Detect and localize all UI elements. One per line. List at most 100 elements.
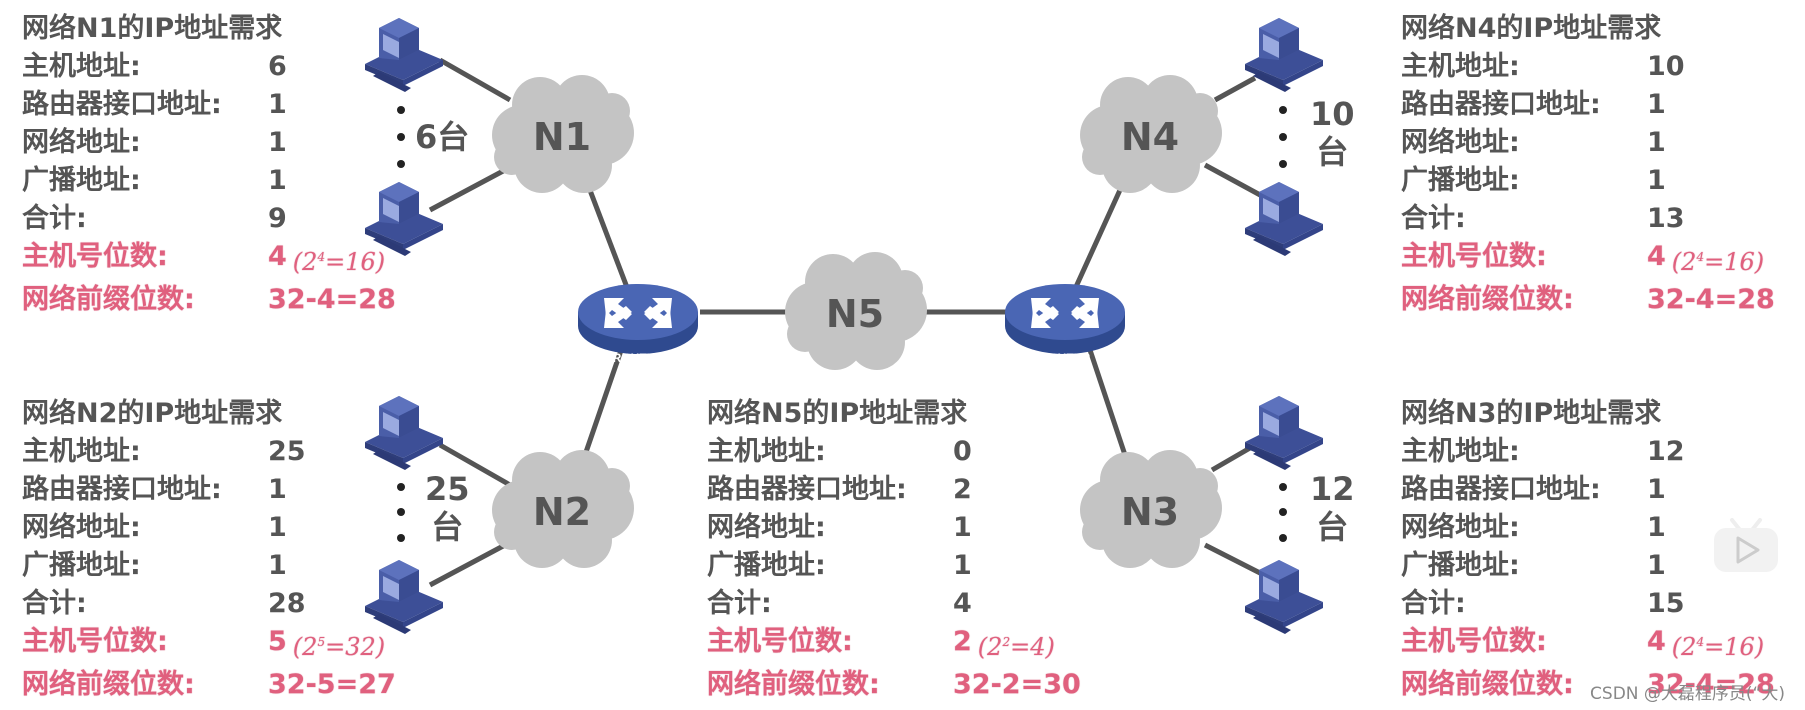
link-n4-pc-top — [1213, 75, 1257, 103]
requirement-label: 主机地址: — [22, 51, 141, 82]
prefix-label: 网络前缀位数: — [707, 669, 880, 700]
formula-exp: 4 — [317, 250, 326, 264]
requirement-label: 主机地址: — [707, 436, 826, 467]
requirement-value: 9 — [268, 203, 287, 234]
link-pc-n2-top — [438, 442, 512, 488]
requirement-value: 1 — [268, 165, 287, 196]
requirement-label: 路由器接口地址: — [1401, 474, 1601, 505]
host-bits-formula: (24=16) — [1671, 248, 1765, 276]
n1-host-count: 6台 — [415, 118, 470, 156]
pc-n3-top-icon — [1245, 396, 1323, 470]
prefix-value: 32-5=27 — [268, 669, 396, 700]
requirement-label: 广播地址: — [22, 550, 141, 581]
router-left-label: ROUTER — [613, 351, 664, 365]
formula-result: =16 — [325, 248, 376, 276]
requirement-row: 主机地址: 6 — [22, 48, 396, 86]
requirement-value: 4 — [953, 588, 972, 619]
requirement-value: 1 — [1647, 89, 1666, 120]
formula-base: 2 — [302, 248, 318, 276]
requirement-label: 网络地址: — [1401, 127, 1520, 158]
formula-exp: 5 — [317, 635, 326, 649]
formula-base: 2 — [987, 633, 1003, 661]
formula-base: 2 — [1681, 633, 1697, 661]
host-bits-row: 主机号位数: 5 (25=32) — [22, 623, 396, 666]
cloud-label-n1: N1 — [533, 115, 591, 159]
requirement-value: 0 — [953, 436, 972, 467]
host-bits-label: 主机号位数: — [1401, 626, 1547, 657]
prefix-value: 32-4=28 — [1647, 669, 1775, 700]
panel-title: 网络N3的IP地址需求 — [1401, 398, 1662, 429]
requirement-row: 合计: 13 — [1401, 200, 1775, 238]
prefix-row: 网络前缀位数: 32-4=28 — [1401, 281, 1775, 319]
panel-title: 网络N5的IP地址需求 — [707, 398, 968, 429]
requirement-row: 合计: 4 — [707, 585, 1081, 623]
prefix-value: 32-2=30 — [953, 669, 1081, 700]
requirement-value: 1 — [1647, 165, 1666, 196]
requirement-label: 广播地址: — [1401, 550, 1520, 581]
prefix-label: 网络前缀位数: — [22, 284, 195, 315]
ellipsis-dots — [397, 106, 1287, 542]
n2-host-count-num: 25 — [425, 470, 470, 508]
host-bits-formula: (24=16) — [292, 248, 386, 276]
requirement-value: 1 — [268, 127, 287, 158]
host-bits-value: 4 — [1647, 241, 1666, 272]
cloud-label-n3: N3 — [1121, 490, 1179, 534]
requirement-value: 1 — [1647, 474, 1666, 505]
formula-result: =32 — [325, 633, 376, 661]
prefix-label: 网络前缀位数: — [22, 669, 195, 700]
requirement-value: 1 — [268, 89, 287, 120]
router-right-icon — [1005, 284, 1125, 354]
prefix-row: 网络前缀位数: 32-4=28 — [1401, 666, 1775, 704]
requirement-row: 路由器接口地址: 1 — [1401, 86, 1775, 124]
n4-host-count-unit: 台 — [1316, 133, 1349, 171]
requirement-label: 广播地址: — [22, 165, 141, 196]
requirement-row: 路由器接口地址: 1 — [22, 86, 396, 124]
link-n4-router-right — [1067, 188, 1123, 302]
host-bits-formula: (22=4) — [977, 633, 1055, 661]
requirement-label: 合计: — [22, 588, 87, 619]
cloud-label-n5: N5 — [826, 292, 884, 336]
prefix-row: 网络前缀位数: 32-2=30 — [707, 666, 1081, 704]
link-pc-n1-bottom — [428, 167, 507, 213]
requirement-label: 网络地址: — [22, 512, 141, 543]
link-n4-pc-bottom — [1203, 162, 1264, 199]
requirement-label: 网络地址: — [1401, 512, 1520, 543]
video-play-icon[interactable] — [1712, 518, 1780, 574]
n3-host-count-num: 12 — [1310, 470, 1355, 508]
requirement-label: 网络地址: — [707, 512, 826, 543]
prefix-value: 32-4=28 — [1647, 284, 1775, 315]
requirement-label: 广播地址: — [1401, 165, 1520, 196]
requirement-row: 主机地址: 10 — [1401, 48, 1775, 86]
requirement-row: 广播地址: 1 — [1401, 547, 1775, 585]
requirement-row: 广播地址: 1 — [22, 547, 396, 585]
requirement-row: 网络地址: 1 — [1401, 124, 1775, 162]
panel-n5: 网络N5的IP地址需求 主机地址: 0 路由器接口地址: 2 网络地址: 1 广… — [707, 395, 1081, 704]
requirement-label: 路由器接口地址: — [22, 89, 222, 120]
requirement-row: 网络地址: 1 — [22, 124, 396, 162]
prefix-value: 32-4=28 — [268, 284, 396, 315]
host-bits-row: 主机号位数: 2 (22=4) — [707, 623, 1081, 666]
n4-host-count: 10 台 — [1310, 95, 1355, 171]
n3-host-count: 12 台 — [1310, 470, 1355, 546]
requirement-row: 合计: 9 — [22, 200, 396, 238]
requirement-row: 路由器接口地址: 2 — [707, 471, 1081, 509]
requirement-value: 28 — [268, 588, 306, 619]
host-bits-row: 主机号位数: 4 (24=16) — [1401, 238, 1775, 281]
requirement-value: 2 — [953, 474, 972, 505]
router-left-icon — [578, 284, 698, 354]
formula-result: =16 — [1704, 248, 1755, 276]
host-bits-label: 主机号位数: — [22, 626, 168, 657]
host-bits-label: 主机号位数: — [707, 626, 853, 657]
host-bits-value: 2 — [953, 626, 972, 657]
requirement-value: 13 — [1647, 203, 1685, 234]
requirement-label: 主机地址: — [1401, 436, 1520, 467]
link-pc-n2-bottom — [428, 542, 507, 588]
requirement-value: 6 — [268, 51, 287, 82]
prefix-label: 网络前缀位数: — [1401, 284, 1574, 315]
requirement-row: 网络地址: 1 — [707, 509, 1081, 547]
link-router-right-n3 — [1082, 334, 1128, 456]
requirement-row: 合计: 28 — [22, 585, 396, 623]
requirement-label: 网络地址: — [22, 127, 141, 158]
host-bits-label: 主机号位数: — [1401, 241, 1547, 272]
